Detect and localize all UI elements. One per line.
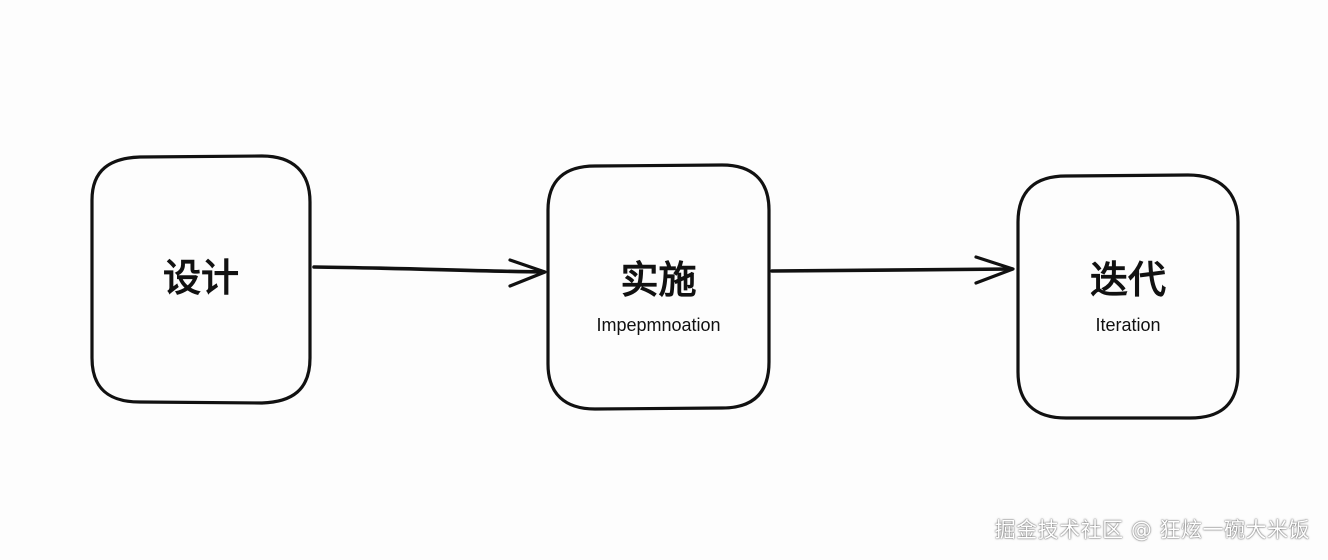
- node-subtitle-implementation: Impepmnoation: [596, 315, 721, 335]
- node-box-design: [90, 154, 312, 405]
- node-box-iteration: [1016, 173, 1240, 420]
- node-design: 设计: [92, 256, 310, 300]
- node-iteration: 迭代 Iteration: [1018, 258, 1238, 336]
- arrow-design-to-implementation: [312, 265, 546, 274]
- node-title-design: 设计: [162, 256, 239, 300]
- watermark: 掘金技术社区 @ 狂炫一碗大米饭: [994, 518, 1310, 542]
- arrow-implementation-to-iteration: [770, 267, 1014, 273]
- node-box-implementation: [546, 163, 771, 411]
- node-subtitle-iteration: Iteration: [1095, 315, 1161, 335]
- node-implementation: 实施 Impepmnoation: [548, 258, 769, 336]
- arrowhead-2: [974, 255, 1015, 285]
- arrowhead-1: [508, 258, 547, 288]
- node-title-iteration: 迭代: [1089, 258, 1166, 302]
- node-title-implementation: 实施: [620, 258, 697, 302]
